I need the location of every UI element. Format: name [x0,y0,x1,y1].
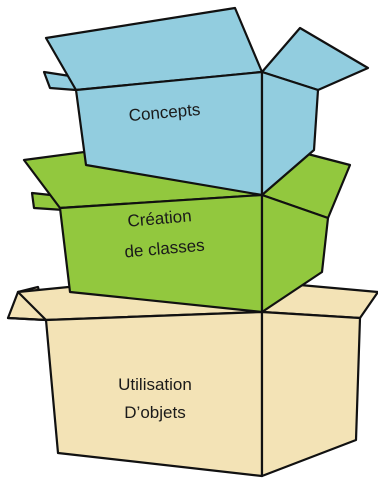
box-bottom-flap-shadow [6,316,48,322]
box-top-side [260,70,320,197]
box-bottom-front [44,310,264,478]
box-bottom-label-line-2: D’objets [124,403,185,422]
box-top: Concepts [42,6,370,197]
box-bottom-side [260,310,362,478]
box-middle: Création de classes [22,130,352,314]
box-bottom-label-line-1: Utilisation [118,375,192,394]
box-middle-side [260,193,330,314]
